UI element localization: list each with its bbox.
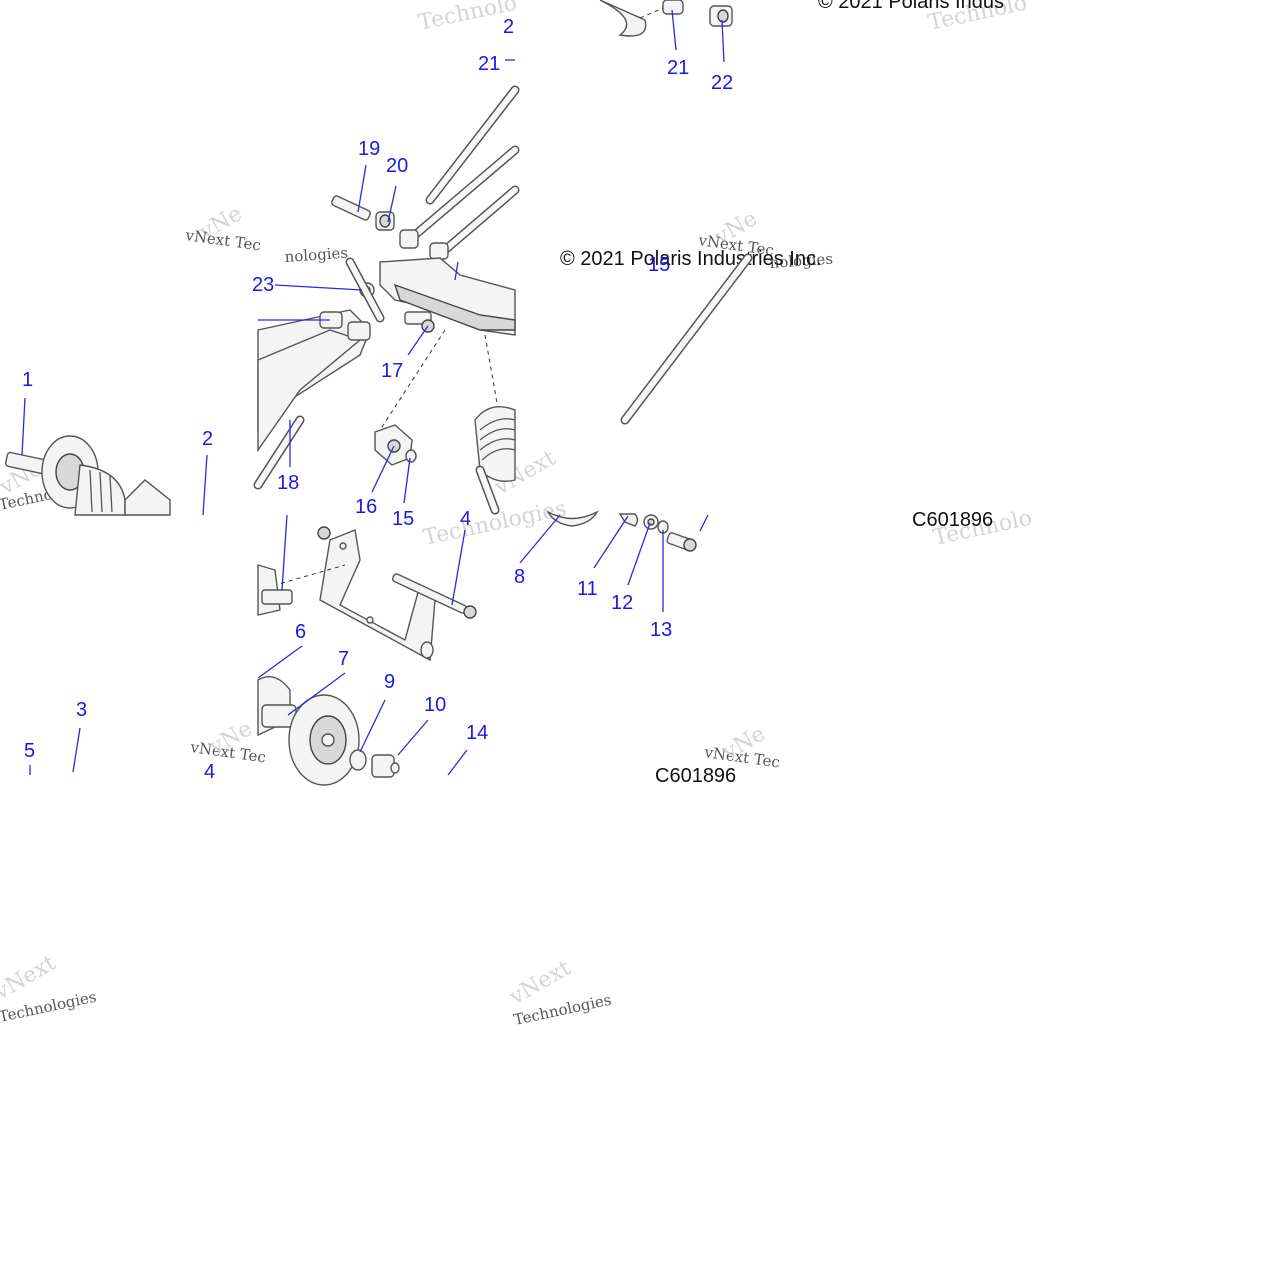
bushings-22: [599, 0, 733, 37]
top-rods: [410, 85, 520, 255]
torsion-spring: [474, 406, 516, 515]
callout-4: 4: [204, 761, 215, 783]
callouts: 2 21 21 22 19 20 15 23 17 1 2 18 16 15 4…: [22, 16, 733, 783]
callout-16: 16: [355, 496, 377, 518]
nut-small: [317, 526, 331, 540]
leader-lines: [21, 9, 725, 776]
callout-23: 23: [252, 274, 274, 296]
watermark-text: vNext Tec: [183, 226, 262, 255]
diagram-code: C601896: [912, 509, 993, 531]
callout-12: 12: [611, 592, 633, 614]
callout-17: 17: [381, 360, 403, 382]
callout-10: 10: [424, 694, 446, 716]
rod-15: [620, 253, 753, 425]
callout-4-upper: 4: [460, 508, 471, 530]
callout-5: 5: [24, 740, 35, 762]
callout-15-lower: 15: [392, 508, 414, 530]
copyright-text: © 2021 Polaris Industries Inc.: [560, 248, 822, 270]
callout-22: 22: [711, 72, 733, 94]
callout-9: 9: [384, 671, 395, 693]
diagram-code: C601896: [655, 765, 736, 787]
cup-8: [546, 510, 599, 527]
watermark-text: nologies: [284, 244, 349, 266]
callout-2: 2: [202, 428, 213, 450]
callout-3: 3: [76, 699, 87, 721]
callout-18: 18: [277, 472, 299, 494]
callout-19: 19: [358, 138, 380, 160]
callout-14: 14: [466, 722, 488, 744]
front-arm: [253, 309, 371, 490]
callout-21: 21: [667, 57, 689, 79]
copyright-text: © 2021 Polaris Indus: [818, 0, 1004, 13]
callout-15: 15: [648, 254, 670, 276]
callout-21-top: 21: [478, 53, 500, 75]
bolt-19: [331, 195, 371, 221]
callout-11: 11: [577, 578, 598, 600]
callout-8: 8: [514, 566, 525, 588]
callout-7: 7: [338, 648, 349, 670]
callout-20: 20: [386, 155, 408, 177]
watermark-text: nologies: [769, 250, 834, 272]
wheel-left: [4, 435, 171, 516]
mount-plate: [257, 529, 436, 662]
callout-6: 6: [295, 621, 306, 643]
callout-2-top: 2: [503, 16, 514, 38]
washers-11-13: [618, 513, 697, 552]
callout-1: 1: [22, 369, 33, 391]
callout-13: 13: [650, 619, 672, 641]
axle-assembly: [257, 564, 400, 786]
bolt-4: [391, 573, 477, 619]
pivot-bracket: [345, 257, 516, 431]
